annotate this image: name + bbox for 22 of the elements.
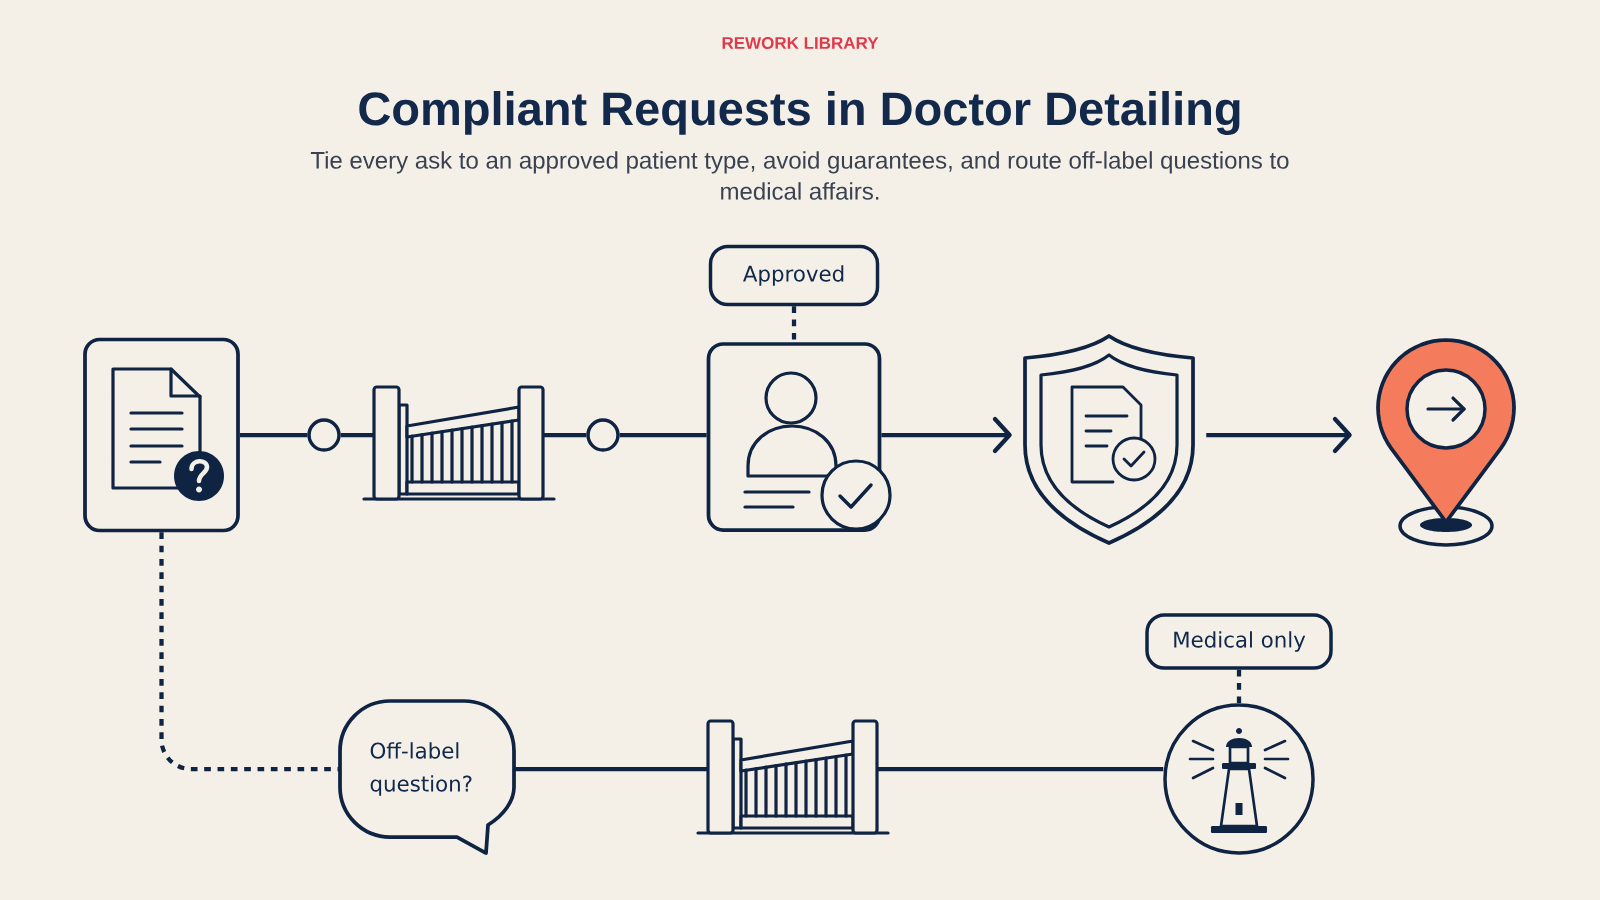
connector-line — [514, 766, 708, 772]
gate-icon — [362, 385, 556, 501]
dashed-line — [159, 532, 340, 772]
shield-document-icon — [1023, 334, 1195, 545]
title: Compliant Requests in Doctor Detailing — [359, 91, 1240, 135]
connector-line — [239, 432, 308, 438]
subtitle: Tie every ask to an approved patient type, avoid guarantees, and route off-label questions to medical affairs. — [310, 151, 1289, 200]
arrow — [1206, 416, 1352, 454]
connector-line — [340, 432, 374, 438]
arrow — [881, 416, 1012, 454]
dashed-line — [791, 306, 797, 343]
kicker: REWORK LIBRARY — [722, 37, 879, 49]
tag: Approved — [708, 244, 880, 307]
gate-icon — [696, 719, 890, 835]
connector-line — [619, 432, 707, 438]
connector-line — [543, 432, 587, 438]
tag: Medical only — [1145, 613, 1333, 670]
speech-bubble: Off-label question? — [338, 699, 516, 855]
location-pin-icon — [1376, 338, 1516, 547]
round-frame — [1163, 703, 1315, 855]
connector-line — [877, 766, 1164, 772]
dashed-line — [1236, 669, 1242, 704]
